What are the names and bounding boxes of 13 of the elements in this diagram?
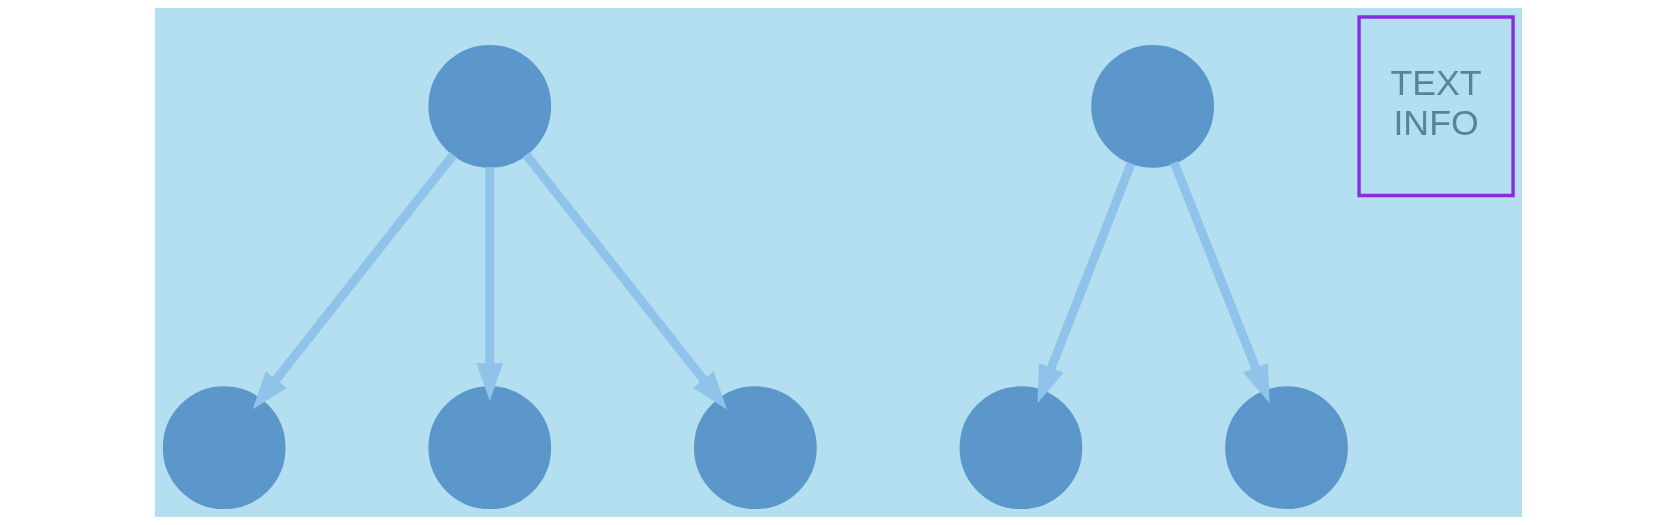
node-circle	[1090, 44, 1214, 168]
arrow	[1037, 161, 1135, 404]
arrow	[522, 151, 727, 410]
arrow	[475, 167, 503, 401]
node-circle	[1224, 386, 1348, 510]
node-circle	[427, 44, 551, 168]
node-circle	[693, 386, 817, 510]
node-circle	[427, 386, 551, 510]
node-circle	[959, 386, 1082, 510]
node-circle	[162, 386, 286, 510]
arrow	[252, 151, 457, 410]
arrow	[1169, 161, 1270, 403]
node-box: TEXT INFO	[1356, 15, 1515, 198]
